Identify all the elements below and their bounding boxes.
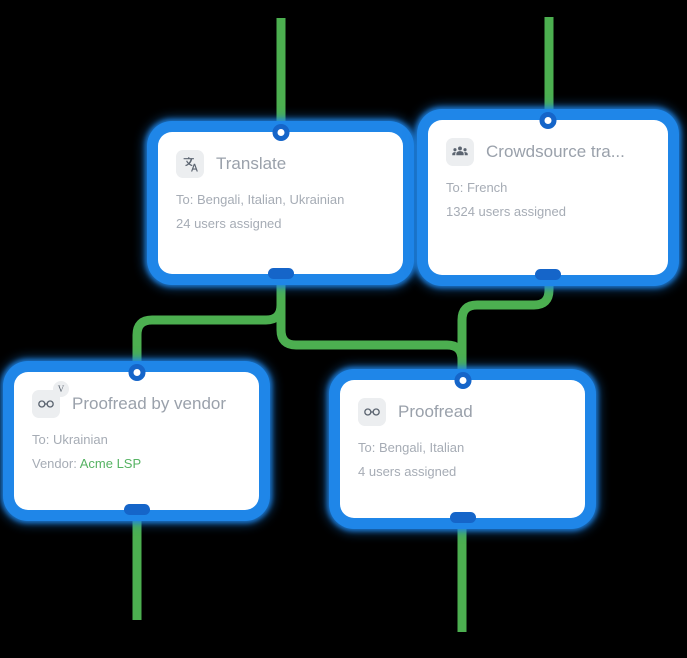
edge-translate-to-proofread [276, 276, 467, 384]
node-translate[interactable]: Translate To: Bengali, Italian, Ukrainia… [158, 124, 403, 279]
node-crowdsource[interactable]: Crowdsource tra... To: French 1324 users… [428, 112, 668, 280]
node-target-languages: To: French [446, 180, 508, 195]
node-assignee-count: 4 users assigned [358, 464, 457, 479]
node-title: Proofread [398, 402, 473, 421]
node-title: Crowdsource tra... [486, 142, 625, 161]
node-title: Proofread by vendor [72, 394, 227, 413]
node-assignee-count: 1324 users assigned [446, 204, 566, 219]
glasses-icon [358, 398, 386, 426]
node-header: Proofread [358, 398, 567, 426]
glasses-vendor-icon: V [32, 381, 69, 418]
people-group-icon [446, 138, 474, 166]
node-header: Crowdsource tra... [446, 138, 650, 166]
node-proofread[interactable]: Proofread To: Bengali, Italian 4 users a… [340, 372, 585, 523]
node-vendor-row: Vendor: Acme LSP [32, 456, 241, 471]
vendor-badge: V [53, 381, 69, 397]
node-target-languages: To: Ukrainian [32, 432, 108, 447]
node-assignee-count: 24 users assigned [176, 216, 282, 231]
vendor-value[interactable]: Acme LSP [79, 456, 142, 471]
node-target-languages: To: Bengali, Italian [358, 440, 465, 455]
translate-icon [176, 150, 204, 178]
node-header: Translate [176, 150, 385, 178]
input-port-proofread-by-vendor[interactable] [128, 364, 145, 381]
node-header: V Proofread by vendor [32, 381, 241, 418]
node-proofread-by-vendor[interactable]: V Proofread by vendor To: Ukrainian Vend… [14, 364, 259, 515]
edge-translate-to-vendor [132, 276, 286, 376]
output-port-proofread[interactable] [449, 512, 476, 523]
input-port-translate[interactable] [272, 124, 289, 141]
node-target-languages: To: Bengali, Italian, Ukrainian [176, 192, 345, 207]
input-port-crowdsource[interactable] [539, 112, 557, 129]
node-title: Translate [216, 154, 287, 173]
edge-crowdsource-to-proofread [457, 277, 554, 384]
output-port-crowdsource[interactable] [535, 269, 561, 280]
output-port-proofread-by-vendor[interactable] [123, 504, 150, 515]
output-port-translate[interactable] [267, 268, 294, 279]
vendor-label: Vendor: [32, 456, 77, 471]
input-port-proofread[interactable] [454, 372, 471, 389]
